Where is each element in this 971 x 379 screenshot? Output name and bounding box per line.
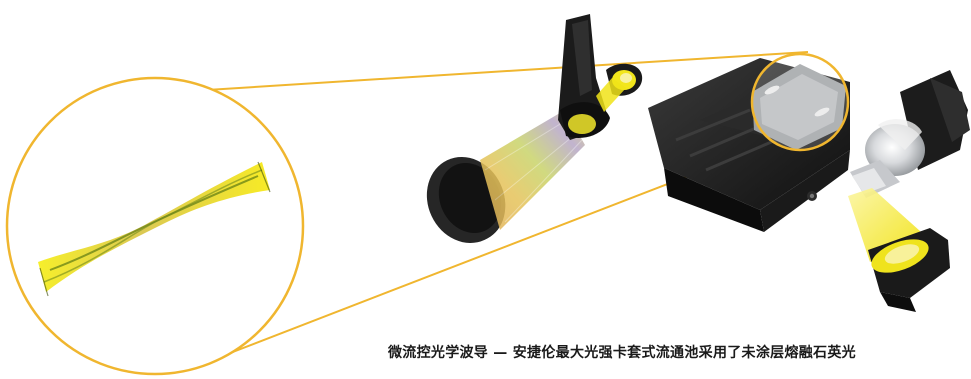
condenser-lens-right [868, 228, 950, 312]
dispersed-beam [480, 110, 585, 230]
flow-cell-housing [648, 58, 850, 232]
focused-beam-waist [38, 161, 271, 297]
zoom-inset [5, 76, 305, 376]
short-beam [596, 78, 626, 112]
mirror-mount [558, 14, 610, 140]
zoom-target-ring [750, 52, 850, 152]
figure-caption: 微流控光学波导 — 安捷伦最大光强卡套式流通池采用了未涂层熔融石英光 [388, 345, 856, 361]
condenser-lens-left [426, 157, 506, 243]
lamp-assembly [850, 70, 970, 198]
